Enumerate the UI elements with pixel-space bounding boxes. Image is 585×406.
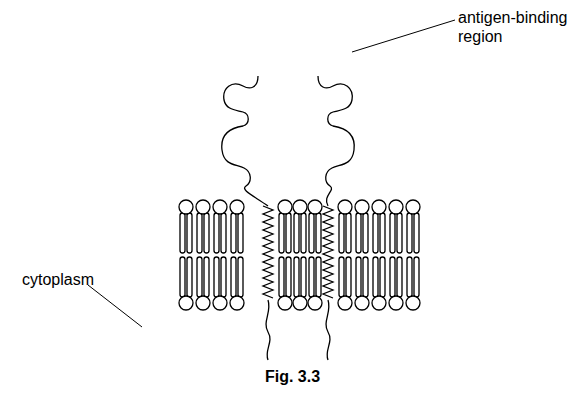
lipid-tail — [414, 213, 419, 253]
transmembrane-region — [263, 206, 273, 298]
lipid-tail — [301, 257, 306, 297]
lipid-head — [389, 296, 403, 310]
lipid-tail — [363, 213, 368, 253]
lipid-tail — [309, 213, 314, 253]
lipid-tail — [197, 213, 202, 253]
lipid-head — [406, 296, 420, 310]
lipid-head — [179, 200, 193, 214]
lipid-head — [308, 296, 322, 310]
lipid-tail — [373, 213, 378, 253]
lipid-tail — [294, 257, 299, 297]
lipid-head — [389, 200, 403, 214]
lipid-head — [179, 296, 193, 310]
lipid-tail — [279, 257, 284, 297]
cytoplasmic-tail — [326, 300, 330, 360]
lipid-tail — [390, 213, 395, 253]
lipid-tail — [180, 213, 185, 253]
lipid-tail — [187, 257, 192, 297]
lipid-tail — [356, 257, 361, 297]
lipid-head — [355, 200, 369, 214]
lipid-tail — [414, 257, 419, 297]
lipid-tail — [380, 257, 385, 297]
lipid-tail — [316, 257, 321, 297]
lipid-tail — [204, 257, 209, 297]
lipid-tail — [339, 257, 344, 297]
lipid-tail — [238, 213, 243, 253]
lipid-tail — [204, 213, 209, 253]
lipid-tail — [339, 213, 344, 253]
lipid-head — [230, 200, 244, 214]
lipid-tail — [286, 213, 291, 253]
transmembrane-region — [323, 206, 333, 298]
lipid-tail — [380, 213, 385, 253]
phospholipid-bilayer — [179, 200, 420, 310]
lipid-head — [338, 296, 352, 310]
lipid-tail — [346, 213, 351, 253]
lipid-tail — [221, 213, 226, 253]
lipid-tail — [231, 257, 236, 297]
part-label: antigen-binding region — [458, 8, 578, 46]
heavy-chain — [222, 76, 268, 206]
figure-caption: Fig. 3.3 — [0, 368, 585, 386]
lipid-tail — [356, 213, 361, 253]
leader-line — [352, 20, 455, 52]
lipid-head — [213, 200, 227, 214]
lipid-tail — [363, 257, 368, 297]
leader-line — [88, 285, 142, 327]
lipid-head — [372, 200, 386, 214]
lipid-head — [338, 200, 352, 214]
lipid-tail — [309, 257, 314, 297]
lipid-tail — [279, 213, 284, 253]
lipid-tail — [397, 213, 402, 253]
lipid-tail — [221, 257, 226, 297]
lipid-head — [196, 200, 210, 214]
lipid-head — [406, 200, 420, 214]
part-label: cytoplasm — [22, 270, 132, 289]
lipid-head — [372, 296, 386, 310]
lipid-tail — [214, 213, 219, 253]
lipid-head — [293, 200, 307, 214]
lipid-tail — [214, 257, 219, 297]
lipid-tail — [316, 213, 321, 253]
lipid-head — [230, 296, 244, 310]
heavy-chain — [318, 76, 354, 206]
cytoplasmic-tail — [266, 300, 270, 360]
lipid-tail — [346, 257, 351, 297]
lipid-tail — [301, 213, 306, 253]
lipid-tail — [231, 213, 236, 253]
lipid-head — [278, 296, 292, 310]
lipid-tail — [180, 257, 185, 297]
lipid-head — [308, 200, 322, 214]
lipid-head — [196, 296, 210, 310]
lipid-tail — [294, 213, 299, 253]
lipid-head — [213, 296, 227, 310]
lipid-tail — [286, 257, 291, 297]
lipid-head — [293, 296, 307, 310]
lipid-tail — [238, 257, 243, 297]
lipid-tail — [407, 257, 412, 297]
lipid-head — [278, 200, 292, 214]
lipid-tail — [397, 257, 402, 297]
lipid-tail — [373, 257, 378, 297]
lipid-tail — [187, 213, 192, 253]
lipid-head — [355, 296, 369, 310]
receptor-protein — [222, 76, 355, 360]
lipid-tail — [390, 257, 395, 297]
lipid-tail — [407, 213, 412, 253]
lipid-tail — [197, 257, 202, 297]
